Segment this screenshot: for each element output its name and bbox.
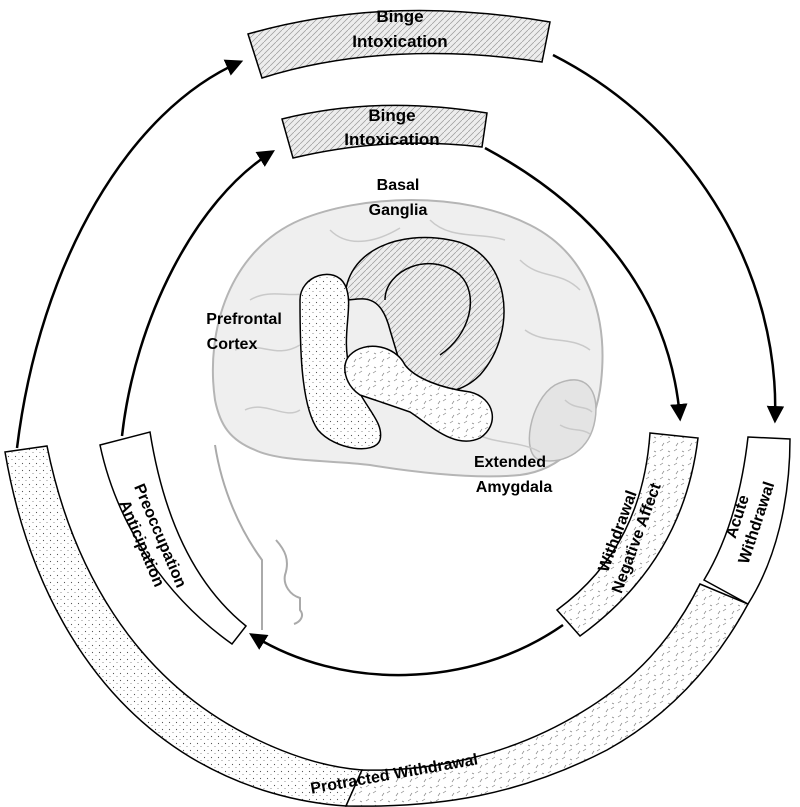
preoccupation-box xyxy=(99,431,248,646)
outer-binge-line2: Intoxication xyxy=(352,32,447,51)
inner-arrow-bottom xyxy=(249,623,564,677)
protracted-band-dotted xyxy=(4,445,364,807)
prefrontal-label-line1: Prefrontal xyxy=(206,311,282,328)
basal-ganglia-label-line1: Basal xyxy=(377,177,420,194)
outer-binge-box xyxy=(247,9,551,79)
extended-amygdala-region xyxy=(344,345,494,442)
inner-binge-line2: Intoxication xyxy=(344,130,439,149)
prefrontal-cortex-region xyxy=(299,273,382,450)
inner-binge-box xyxy=(281,104,488,159)
outer-binge-line1: Binge xyxy=(376,7,423,26)
cerebellum xyxy=(528,379,597,462)
basal-ganglia-region xyxy=(344,236,505,394)
brain-illustration xyxy=(211,199,604,630)
inner-arrow-left xyxy=(120,150,275,437)
outer-arrow-right xyxy=(552,53,785,424)
brain-gyri xyxy=(234,219,593,453)
protracted-withdrawal-band xyxy=(4,436,791,807)
inner-binge-line1: Binge xyxy=(368,106,415,125)
negative-affect-box xyxy=(555,432,699,638)
amygdala-label-line1: Extended xyxy=(474,454,546,471)
acute-withdrawal-box xyxy=(702,436,791,605)
cycle-arrows xyxy=(15,53,785,677)
amygdala-label-line2: Amygdala xyxy=(476,479,553,496)
head-profile-outline xyxy=(214,444,304,630)
prefrontal-label-line2: Cortex xyxy=(207,336,258,353)
basal-ganglia-label-line2: Ganglia xyxy=(369,202,428,219)
inner-arrow-right xyxy=(484,146,688,422)
basal-ganglia-inner-fold xyxy=(384,263,472,356)
outer-arrow-left xyxy=(15,59,244,449)
